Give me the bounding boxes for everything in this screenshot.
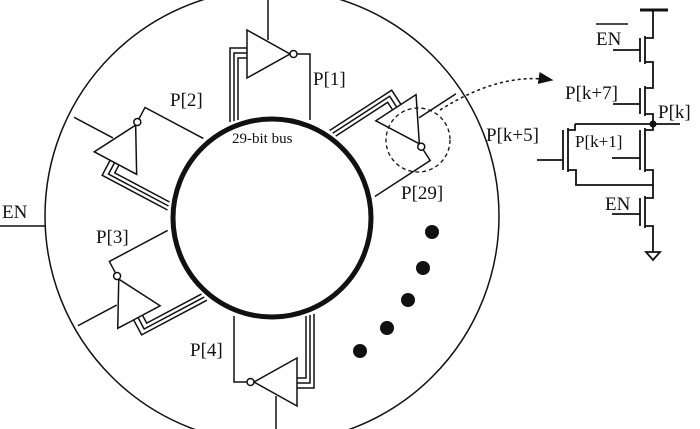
en-label: EN <box>605 194 631 215</box>
gate-schematic <box>537 8 680 262</box>
ground-symbol <box>644 251 662 262</box>
bus-ring <box>170 116 374 320</box>
tap-label-p4: P[4] <box>190 340 223 361</box>
tap-label-p3: P[3] <box>96 227 129 248</box>
zoom-callout-circle <box>385 107 451 173</box>
inverter-p1 <box>229 0 311 123</box>
output-node <box>649 120 657 128</box>
tap-label-p1: P[1] <box>313 69 346 90</box>
enable-ring <box>44 0 500 429</box>
pk-label: P[k] <box>658 102 691 123</box>
tap-label-p29: P[29] <box>401 183 443 204</box>
pk1-label: P[k+1] <box>575 132 622 151</box>
bus-label: 29-bit bus <box>232 131 293 147</box>
en-bar-label: EN <box>596 29 622 50</box>
tap-label-p2: P[2] <box>170 90 203 111</box>
pk5-label: P[k+5] <box>486 125 539 146</box>
inverter-p4 <box>233 313 315 429</box>
ellipsis-dots <box>353 225 439 358</box>
en-input-label: EN <box>2 202 28 223</box>
pk7-label: P[k+7] <box>565 83 618 104</box>
